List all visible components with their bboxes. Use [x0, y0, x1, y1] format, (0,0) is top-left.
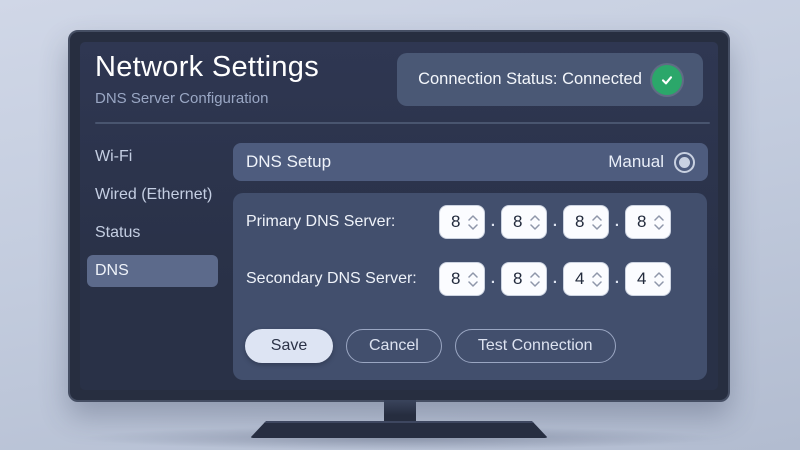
secondary-dns-octets: 8 . 8 .	[439, 262, 671, 296]
dns-setup-bar: DNS Setup Manual	[233, 143, 708, 181]
octet-value: 8	[513, 269, 523, 288]
primary-octet-3[interactable]: 8	[563, 205, 609, 239]
secondary-dns-label: Secondary DNS Server:	[246, 270, 417, 287]
chevron-down-icon[interactable]	[468, 280, 478, 287]
secondary-octet-4[interactable]: 4	[625, 262, 671, 296]
sidebar-item-dns[interactable]: DNS	[87, 255, 218, 287]
form-button-row: Save Cancel Test Connection	[245, 329, 616, 363]
dns-mode-value: Manual	[608, 152, 664, 171]
connection-status-badge: Connection Status: Connected	[397, 53, 703, 106]
secondary-octet-1[interactable]: 8	[439, 262, 485, 296]
secondary-octet-3[interactable]: 4	[563, 262, 609, 296]
octet-stepper	[654, 214, 664, 230]
chevron-down-icon[interactable]	[468, 223, 478, 230]
dns-setup-label: DNS Setup	[246, 152, 332, 171]
octet-stepper	[530, 271, 540, 287]
primary-dns-row: Primary DNS Server: 8 . 8	[246, 205, 671, 239]
chevron-up-icon[interactable]	[468, 214, 478, 221]
octet-stepper	[592, 271, 602, 287]
chevron-up-icon[interactable]	[592, 214, 602, 221]
chevron-down-icon[interactable]	[592, 280, 602, 287]
test-connection-button[interactable]: Test Connection	[454, 329, 616, 363]
chevron-down-icon[interactable]	[654, 223, 664, 230]
octet-stepper	[592, 214, 602, 230]
tv-stand-neck	[384, 400, 416, 425]
chevron-down-icon[interactable]	[592, 223, 602, 230]
primary-octet-1[interactable]: 8	[439, 205, 485, 239]
secondary-dns-row: Secondary DNS Server: 8 . 8	[246, 262, 671, 296]
dns-form-panel: Primary DNS Server: 8 . 8	[233, 193, 707, 380]
primary-octet-4[interactable]: 8	[625, 205, 671, 239]
octet-value: 4	[575, 269, 585, 288]
octet-value: 8	[451, 212, 461, 231]
octet-value: 4	[637, 269, 647, 288]
manual-radio-button[interactable]	[674, 151, 695, 173]
chevron-down-icon[interactable]	[530, 223, 540, 230]
octet-stepper	[530, 214, 540, 230]
secondary-octet-2[interactable]: 8	[501, 262, 547, 296]
header-divider	[95, 122, 710, 124]
chevron-down-icon[interactable]	[530, 280, 540, 287]
tv-frame: Network Settings DNS Server Configuratio…	[68, 30, 730, 402]
chevron-up-icon[interactable]	[654, 214, 664, 221]
chevron-up-icon[interactable]	[654, 271, 664, 278]
tv-stand-base	[250, 421, 548, 438]
octet-separator: .	[552, 270, 558, 287]
chevron-up-icon[interactable]	[592, 271, 602, 278]
octet-separator: .	[614, 213, 620, 230]
primary-dns-label: Primary DNS Server:	[246, 213, 396, 230]
octet-value: 8	[637, 212, 647, 231]
octet-value: 8	[575, 212, 585, 231]
chevron-up-icon[interactable]	[530, 214, 540, 221]
dns-mode: Manual	[608, 151, 695, 173]
sidebar: Wi-Fi Wired (Ethernet) Status DNS	[87, 141, 227, 293]
sidebar-item-status[interactable]: Status	[95, 224, 141, 241]
octet-stepper	[468, 271, 478, 287]
octet-separator: .	[490, 213, 496, 230]
chevron-up-icon[interactable]	[530, 271, 540, 278]
tv-screen: Network Settings DNS Server Configuratio…	[80, 42, 718, 390]
cancel-button[interactable]: Cancel	[346, 329, 442, 363]
octet-separator: .	[614, 270, 620, 287]
primary-octet-2[interactable]: 8	[501, 205, 547, 239]
chevron-down-icon[interactable]	[654, 280, 664, 287]
primary-dns-octets: 8 . 8 .	[439, 205, 671, 239]
octet-stepper	[468, 214, 478, 230]
save-button[interactable]: Save	[245, 329, 333, 363]
sidebar-item-wired[interactable]: Wired (Ethernet)	[95, 186, 213, 203]
page-subtitle: DNS Server Configuration	[95, 90, 269, 107]
radio-dot	[679, 156, 690, 168]
octet-value: 8	[451, 269, 461, 288]
connection-status-text: Connection Status: Connected	[418, 70, 642, 88]
chevron-up-icon[interactable]	[468, 271, 478, 278]
page-title: Network Settings	[95, 51, 319, 83]
octet-separator: .	[490, 270, 496, 287]
check-circle-icon	[651, 64, 682, 95]
octet-value: 8	[513, 212, 523, 231]
sidebar-item-wifi[interactable]: Wi-Fi	[95, 148, 133, 165]
octet-separator: .	[552, 213, 558, 230]
octet-stepper	[654, 271, 664, 287]
